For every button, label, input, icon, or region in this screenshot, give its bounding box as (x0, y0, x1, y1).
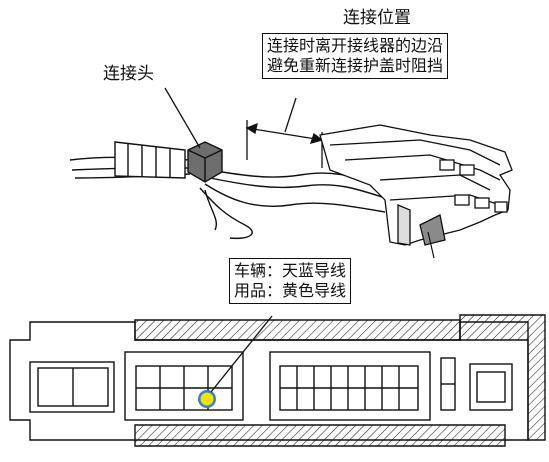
pin-highlight-icon (198, 390, 216, 408)
connector-housing-icon (319, 124, 513, 246)
connector-head-label: 连接头 (103, 64, 154, 84)
connector-clip-icon (187, 141, 223, 183)
connect-position-title: 连接位置 (343, 8, 411, 28)
wire-color-vehicle: 车辆：天蓝导线 (234, 261, 347, 280)
connector-head-leader (164, 87, 201, 149)
connect-position-note-line-2: 避免重新连接护盖时阻挡 (267, 56, 444, 75)
connect-position-arrow (245, 97, 324, 168)
wire-color-box: 车辆：天蓝导线 用品：黄色导线 (229, 258, 352, 304)
wire-color-accessory: 用品：黄色导线 (234, 281, 347, 300)
connect-position-note-line-1: 连接时离开接线器的边沿 (267, 36, 444, 55)
connect-position-note-box: 连接时离开接线器的边沿 避免重新连接护盖时阻挡 (262, 33, 449, 79)
wiring-harness-icon (69, 141, 386, 240)
connector-face-outline (9, 314, 546, 447)
